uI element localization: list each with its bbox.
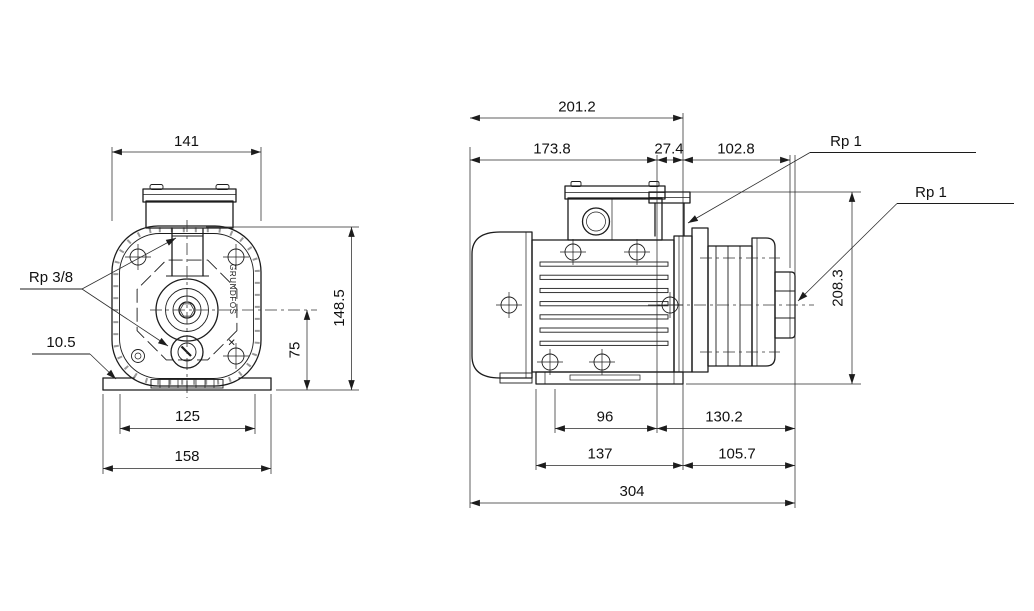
dim-width: 141 <box>174 133 199 150</box>
dim-outlet-overhang: 105.7 <box>718 446 756 463</box>
crosshair-icon <box>624 239 650 265</box>
label-inlet-thread: Rp 1 <box>830 133 862 150</box>
screw-icon <box>125 244 151 270</box>
dim-total-height: 148.5 <box>331 289 348 327</box>
front-corner-screws <box>125 244 249 369</box>
screw-icon <box>223 343 249 369</box>
crosshair-icon <box>496 292 522 318</box>
dim-head-length: 102.8 <box>717 141 755 158</box>
front-pump-body <box>111 225 262 387</box>
side-fan-cover <box>471 231 533 384</box>
dim-total-height-side: 208.3 <box>830 269 847 307</box>
brand-text: GRUNDFOS <box>228 264 237 315</box>
grundfos-logo-mark: ✕ <box>225 338 236 346</box>
dim-rear-span: 130.2 <box>705 409 743 426</box>
crosshair-icon <box>537 349 563 375</box>
front-top-port-neck <box>166 228 209 277</box>
label-outlet-thread: Rp 1 <box>915 184 947 201</box>
side-view: 201.2 173.8 27.4 102.8 Rp 1 Rp 1 208.3 9… <box>469 99 1014 508</box>
dim-inlet-width: 27.4 <box>654 141 683 158</box>
side-foot <box>535 371 684 385</box>
side-pump-head <box>673 227 776 373</box>
dim-total-length: 304 <box>619 483 644 500</box>
front-view: GRUNDFOS ✕ 141 <box>20 133 359 474</box>
side-inlet-port <box>648 191 691 237</box>
side-terminal-box <box>564 181 666 241</box>
front-foot <box>102 377 272 391</box>
front-dimensions: 141 148.5 75 125 158 Rp 3/8 10.5 <box>20 133 359 474</box>
screw-icon <box>223 244 249 270</box>
dim-centerline-height: 75 <box>287 342 304 359</box>
side-motor <box>531 239 675 373</box>
dim-foot-hole-spacing: 96 <box>597 409 614 426</box>
front-centerlines <box>150 220 317 398</box>
dim-overall-top: 201.2 <box>558 99 596 116</box>
label-foot-thickness: 10.5 <box>46 334 75 351</box>
dim-foot-width: 158 <box>174 448 199 465</box>
front-terminal-box <box>142 184 237 229</box>
side-dimensions: 201.2 173.8 27.4 102.8 Rp 1 Rp 1 208.3 9… <box>469 99 1014 508</box>
side-mounting-marks <box>496 239 683 375</box>
dim-foot-length: 137 <box>587 446 612 463</box>
crosshair-icon <box>560 239 586 265</box>
crosshair-icon <box>589 349 615 375</box>
plug-hole-icon <box>131 349 145 363</box>
crosshair-icon <box>657 292 683 318</box>
label-port-thread: Rp 3/8 <box>29 269 73 286</box>
dim-bolt-spacing: 125 <box>175 408 200 425</box>
dim-motor-length: 173.8 <box>533 141 571 158</box>
